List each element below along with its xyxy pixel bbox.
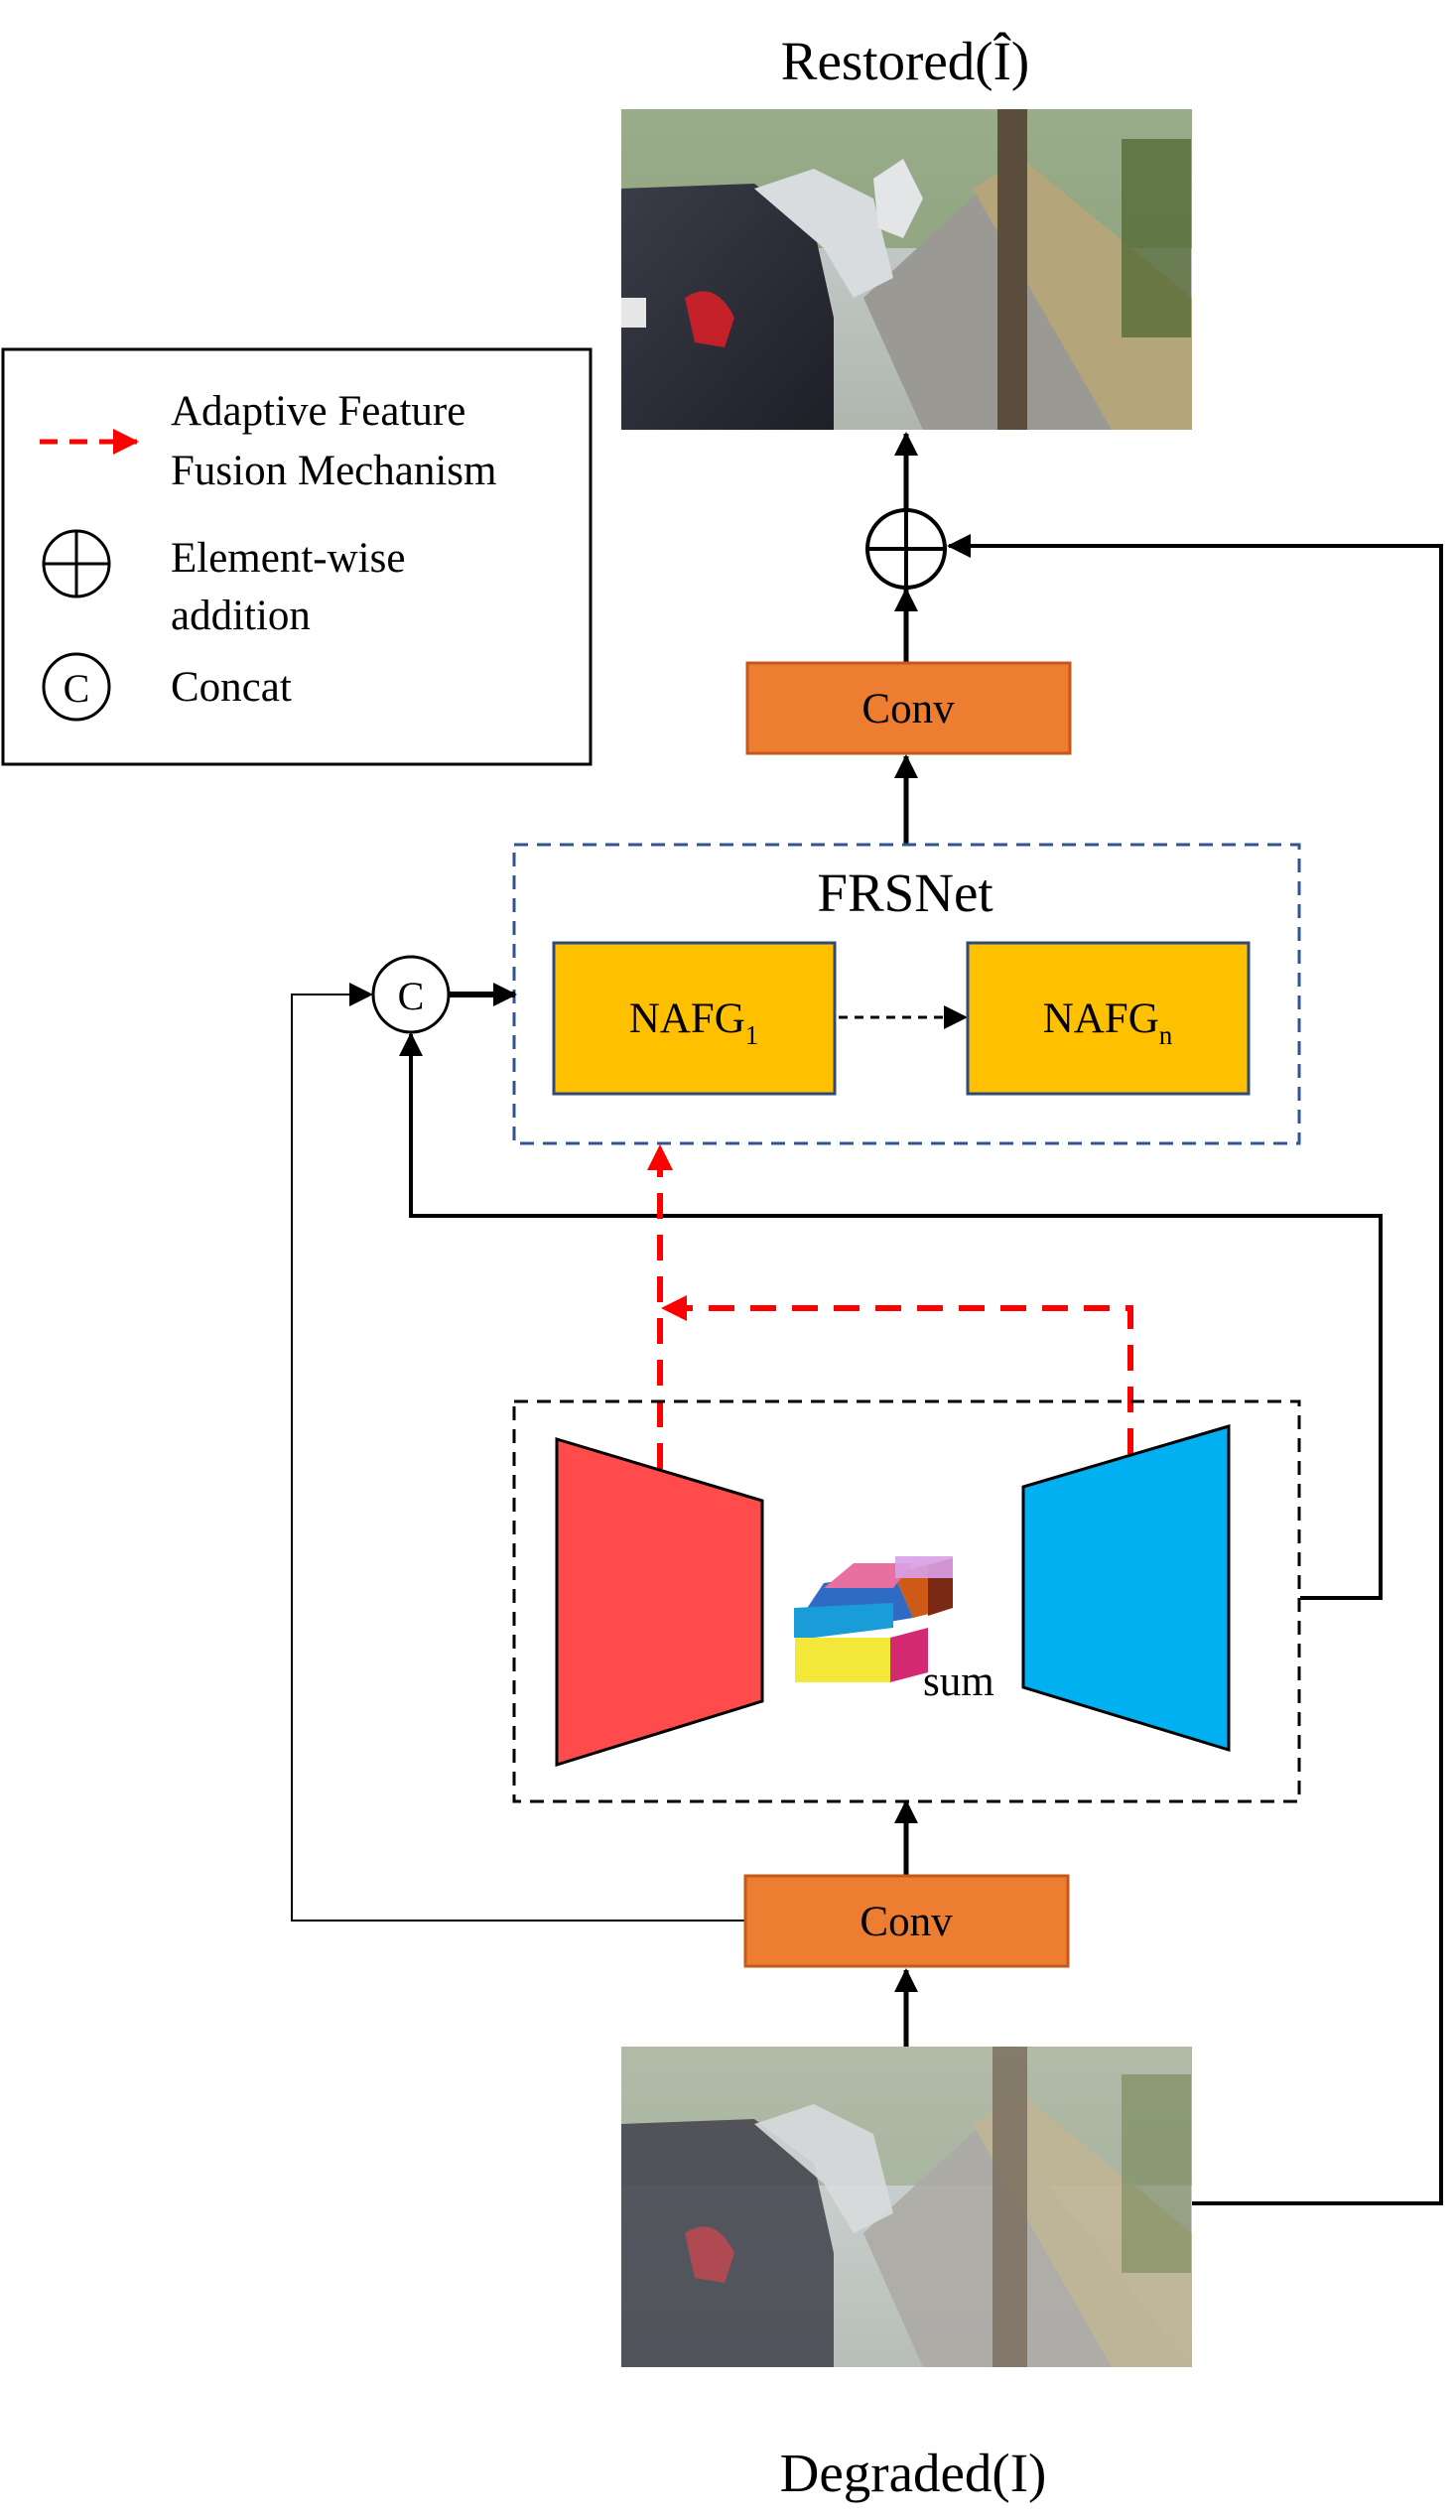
legend-concat-icon: C [42, 652, 111, 722]
legend-add-icon [42, 529, 111, 598]
conv-top-label: Conv [861, 686, 955, 732]
svg-text:C: C [398, 974, 425, 1018]
legend-affm-line2: Fusion Mechanism [171, 448, 496, 494]
legend-add-line2: addition [171, 593, 311, 639]
concat-node: C [371, 955, 451, 1034]
sum-label: sum [923, 1658, 994, 1705]
svg-text:C: C [64, 666, 90, 711]
decoder-shape [1021, 1423, 1231, 1753]
nafg1-label: NAFG1 [629, 995, 759, 1050]
legend-box: Adaptive Feature Fusion Mechanism Elemen… [1, 347, 593, 766]
degraded-title: Degraded(I) [780, 2443, 1047, 2503]
encoder-shape [555, 1436, 764, 1768]
degraded-photo [621, 2047, 1192, 2367]
conv-to-concat-line [291, 983, 745, 1922]
nafgn-block [966, 941, 1251, 1096]
restored-photo [621, 109, 1192, 430]
conv-bottom-block [743, 1874, 1070, 1968]
nafg1-block [552, 941, 837, 1096]
legend-affm-line1: Adaptive Feature [171, 388, 465, 435]
nafgn-label: NAFGn [1043, 995, 1173, 1050]
legend-concat-label: Concat [171, 664, 292, 711]
conv-bottom-label: Conv [860, 1899, 953, 1945]
latent-cube-icon [794, 1556, 953, 1682]
skip-connection-line [947, 534, 1443, 2205]
autoencoder-to-concat-line [399, 1032, 1383, 1600]
frsnet-label: FRSNet [817, 862, 993, 923]
conv-top-block [745, 661, 1072, 755]
restored-title: Restored(Î) [781, 31, 1029, 91]
affm-decoder-path [661, 1295, 1133, 1454]
addition-node [865, 508, 947, 590]
legend-add-line1: Element-wise [171, 535, 405, 582]
